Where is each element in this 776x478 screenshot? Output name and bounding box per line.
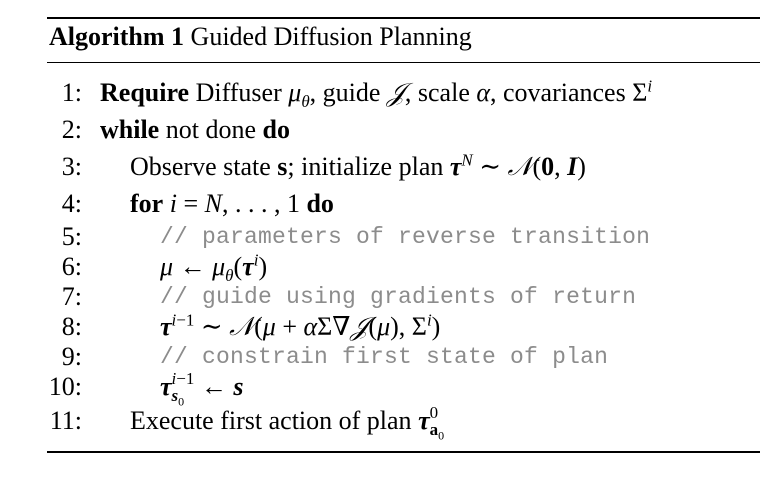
code-comment: // constrain first state of plan bbox=[160, 344, 609, 370]
line-content: Observe state s; initialize plan τN ∼ 𝒩(… bbox=[130, 150, 586, 182]
line-number: 11: bbox=[49, 406, 82, 435]
algorithm-caption: Algorithm 1 Guided Diffusion Planning bbox=[49, 22, 472, 52]
caption-rule bbox=[47, 62, 760, 63]
while-condition: not done bbox=[165, 115, 256, 144]
line-content: τi−1 ∼ 𝒩(μ + αΣ∇𝒥(μ), Σi) bbox=[160, 310, 441, 342]
keyword-require: Require bbox=[100, 78, 190, 107]
line-number: 9: bbox=[61, 342, 82, 371]
line-number: 3: bbox=[61, 152, 82, 181]
keyword-do: do bbox=[262, 115, 290, 144]
line-number: 7: bbox=[61, 282, 82, 311]
line-content: for i = N, . . . , 1 do bbox=[130, 189, 334, 218]
line-number: 6: bbox=[61, 252, 82, 281]
code-comment: // parameters of reverse transition bbox=[160, 224, 651, 250]
algorithm-title: Guided Diffusion Planning bbox=[190, 22, 472, 51]
line-content: Require Diffuser μθ, guide 𝒥, scale α, c… bbox=[100, 76, 653, 112]
line-number: 5: bbox=[61, 222, 82, 251]
line-number: 1: bbox=[61, 78, 82, 107]
line-content: μ ← μθ(τi) bbox=[160, 250, 268, 286]
line-number: 8: bbox=[61, 312, 82, 341]
code-comment: // guide using gradients of return bbox=[160, 284, 637, 310]
top-rule bbox=[47, 17, 760, 19]
algorithm-label: Algorithm 1 bbox=[49, 22, 185, 51]
line-number: 10: bbox=[48, 372, 82, 401]
keyword-while: while bbox=[100, 115, 160, 144]
bottom-rule bbox=[47, 451, 760, 453]
keyword-do: do bbox=[306, 189, 334, 218]
line-number: 4: bbox=[61, 189, 82, 218]
keyword-for: for bbox=[130, 189, 164, 218]
line-number: 2: bbox=[61, 115, 82, 144]
line-content: while not done do bbox=[100, 115, 290, 145]
